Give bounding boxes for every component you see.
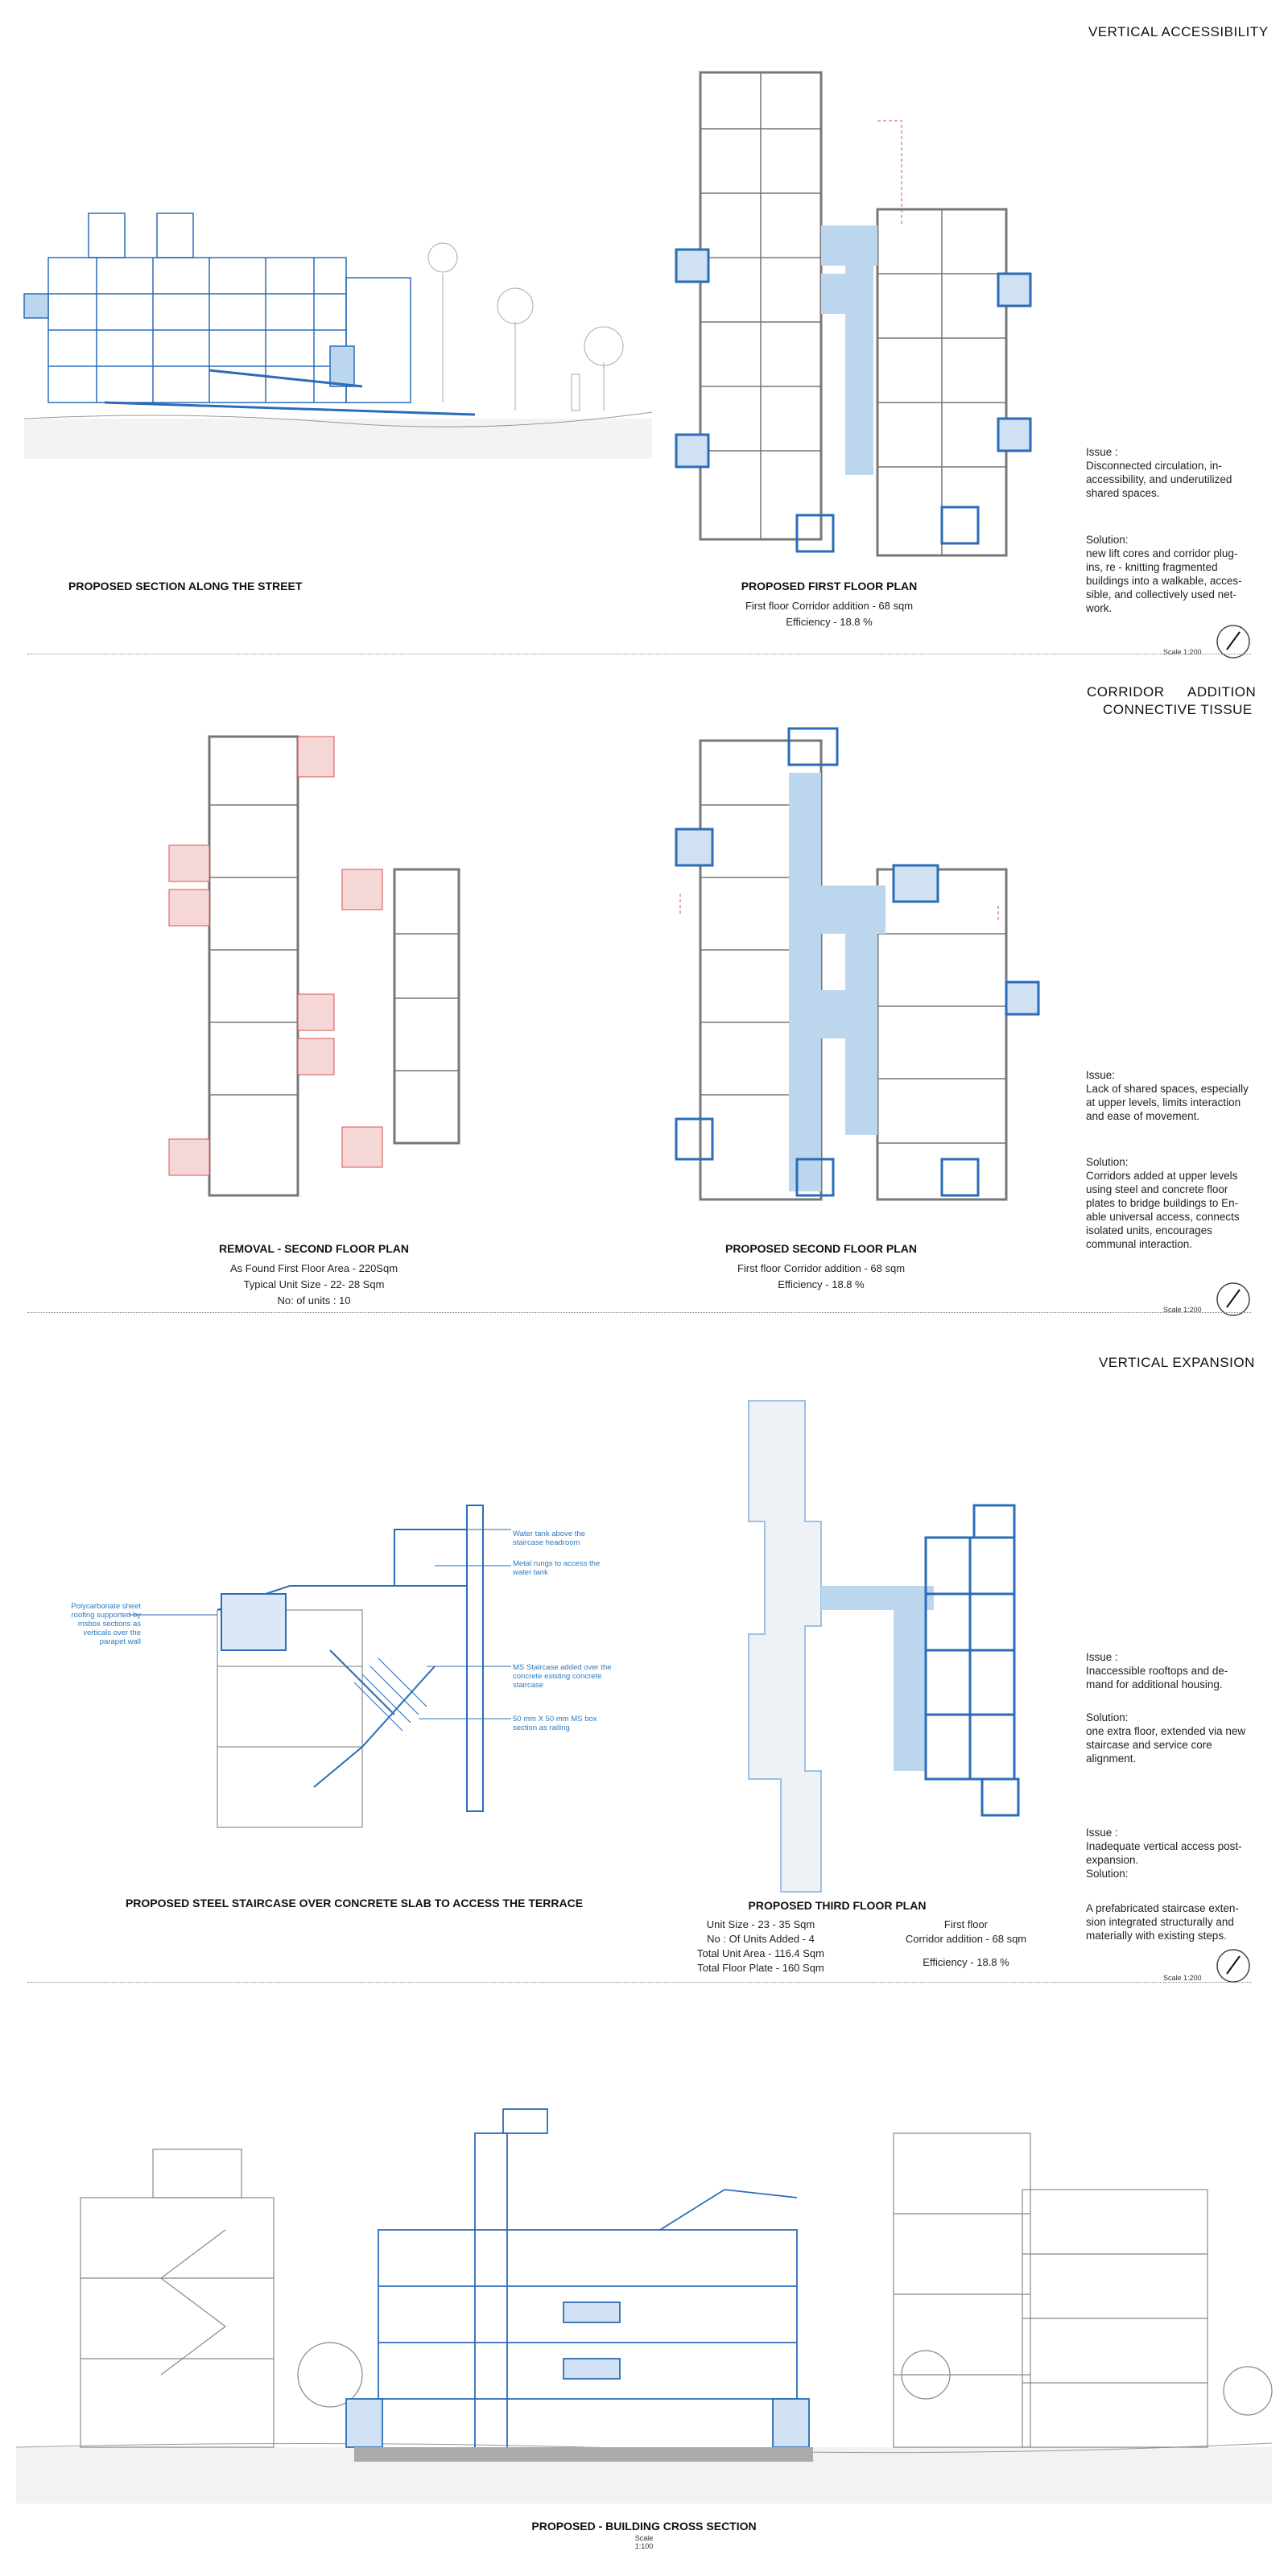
s1-solution-text: new lift cores and corridor plug-ins, re… (1086, 547, 1242, 614)
s2-solution-label: Solution: (1086, 1156, 1129, 1168)
s1-issue-text: Disconnected circulation, in-accessibili… (1086, 460, 1232, 499)
staircase-caption: PROPOSED STEEL STAIRCASE OVER CONCRETE S… (125, 1897, 584, 1909)
removal-plan-caption: REMOVAL - SECOND FLOOR PLAN (219, 1242, 409, 1255)
s1-issue-label: Issue : (1086, 446, 1118, 458)
s3-issue1-label: Issue : (1086, 1651, 1118, 1663)
removal-line1: As Found First Floor Area - 220Sqm (229, 1262, 398, 1274)
section2-title-line1a: CORRIDOR (1087, 684, 1165, 700)
street-section-drawing (23, 213, 653, 459)
s3-issue2-label: Issue : (1086, 1827, 1118, 1839)
north-arrow-icon (1216, 1949, 1250, 1983)
section2-title-line2: CONNECTIVE TISSUE (1103, 702, 1253, 717)
first-floor-plan (675, 71, 1032, 557)
section1-title: VERTICAL ACCESSIBILITY (1088, 24, 1269, 39)
section2-title-line1b: ADDITION (1187, 684, 1257, 700)
annot-railing: 50 mm X 50 mm MS box section as railing (513, 1715, 597, 1732)
second-floor-plan-line2: Efficiency - 18.8 % (778, 1278, 865, 1290)
s3-solution2-label: Solution: (1086, 1868, 1129, 1880)
annot-polycarbonate: Polycarbonate sheet roofing supported by… (71, 1602, 141, 1646)
third-floor-plan (748, 1400, 1020, 1893)
s3-issue2-text: Inadequate vertical access post-expansio… (1086, 1840, 1242, 1866)
s2-issue-text: Lack of shared spaces, especially at upp… (1086, 1083, 1249, 1122)
s1-scale: Scale 1:200 (1163, 648, 1202, 656)
cross-section-caption: PROPOSED - BUILDING CROSS SECTION (531, 2520, 757, 2533)
annot-metal-rungs: Metal rungs to access the water tank (513, 1559, 601, 1577)
s3-solution2-text: A prefabricated staircase exten-sion int… (1086, 1902, 1239, 1942)
removal-floor-plan (168, 735, 460, 1197)
section-divider (27, 1982, 1251, 1983)
s2-issue-label: Issue: (1086, 1069, 1116, 1081)
first-floor-plan-line2: Efficiency - 18.8 % (786, 616, 873, 628)
s3-issue1-text: Inaccessible rooftops and de-mand for ad… (1086, 1665, 1228, 1690)
s3-solution1-text: one extra floor, extended via new stairc… (1086, 1725, 1246, 1765)
section3-title: VERTICAL EXPANSION (1099, 1355, 1255, 1370)
third-floor-right-3: Efficiency - 18.8 % (923, 1956, 1009, 1968)
second-floor-plan-line1: First floor Corridor addition - 68 sqm (737, 1262, 906, 1274)
annot-water-tank: Water tank above the staircase headroom (513, 1530, 585, 1547)
removal-line3: No: of units : 10 (277, 1294, 351, 1307)
street-section-caption: PROPOSED SECTION ALONG THE STREET (68, 580, 303, 592)
north-arrow-icon (1216, 625, 1250, 658)
building-cross-section-drawing (15, 2108, 1273, 2504)
first-floor-plan-caption: PROPOSED FIRST FLOOR PLAN (741, 580, 918, 592)
first-floor-plan-line1: First floor Corridor addition - 68 sqm (745, 600, 914, 612)
annot-ms-staircase: MS Staircase added over the concrete exi… (513, 1663, 612, 1690)
removal-line2: Typical Unit Size - 22- 28 Sqm (243, 1278, 385, 1290)
third-floor-stat-3: Total Unit Area - 116.4 Sqm (696, 1947, 824, 1959)
second-floor-plan (675, 727, 1040, 1201)
north-arrow-icon (1216, 1282, 1250, 1316)
third-floor-right-1: First floor (943, 1918, 989, 1930)
second-floor-plan-caption: PROPOSED SECOND FLOOR PLAN (724, 1242, 918, 1255)
third-floor-stat-4: Total Floor Plate - 160 Sqm (697, 1962, 824, 1974)
s2-scale: Scale 1:200 (1163, 1306, 1202, 1314)
section-divider (27, 1312, 1251, 1313)
s3-solution1-label: Solution: (1086, 1711, 1129, 1724)
s3-scale: Scale 1:200 (1163, 1974, 1202, 1982)
third-floor-stat-2: No : Of Units Added - 4 (707, 1933, 815, 1945)
cross-section-scale: Scale 1:100 (634, 2534, 654, 2550)
s1-solution-label: Solution: (1086, 534, 1129, 546)
third-floor-right-2: Corridor addition - 68 sqm (905, 1933, 1027, 1945)
s2-solution-text: Corridors added at upper levels using st… (1086, 1170, 1240, 1250)
third-floor-plan-caption: PROPOSED THIRD FLOOR PLAN (748, 1899, 927, 1912)
staircase-section-drawing (129, 1505, 511, 1828)
third-floor-stat-1: Unit Size - 23 - 35 Sqm (706, 1918, 815, 1930)
